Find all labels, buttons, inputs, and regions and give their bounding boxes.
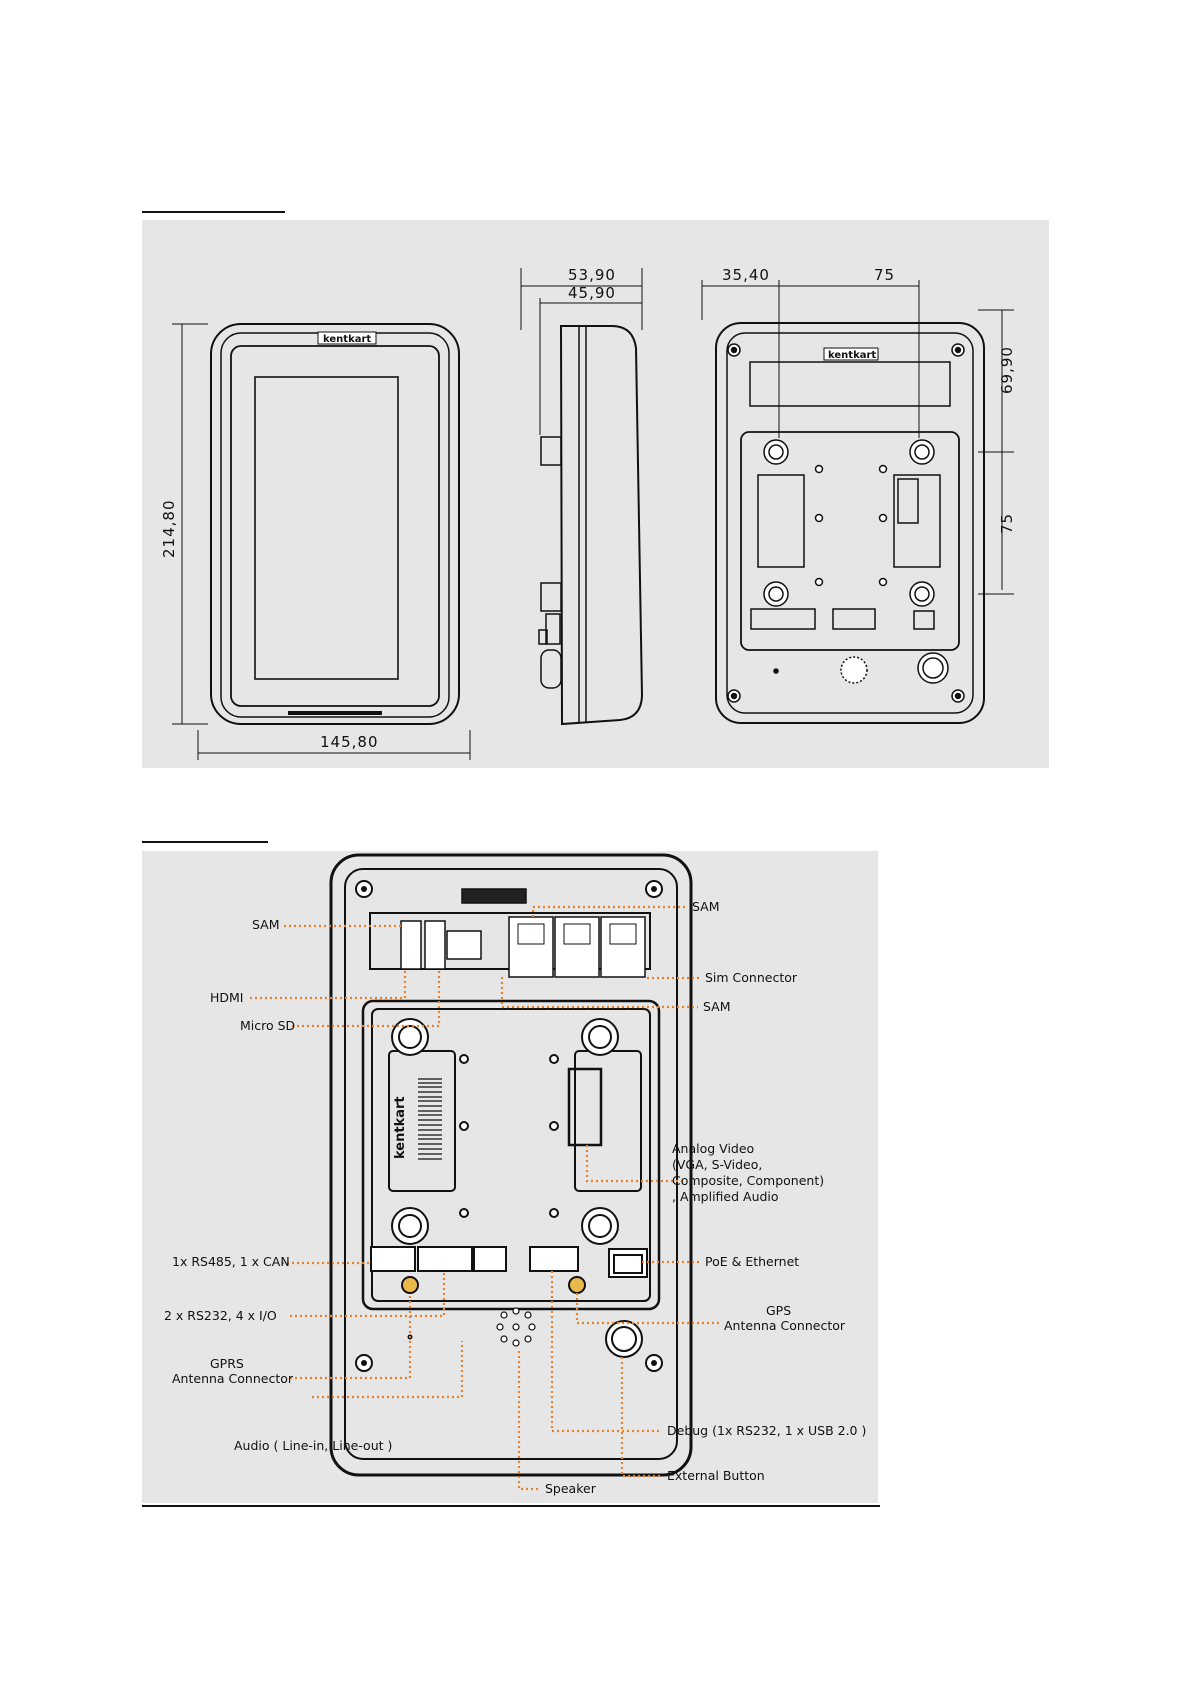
- device-back-housing: [329, 853, 693, 1477]
- section-rule-top: [142, 211, 285, 213]
- callout-hdmi: HDMI: [210, 990, 244, 1005]
- connector-diagram: kentkart: [164, 853, 866, 1496]
- callout-rs485-can: 1x RS485, 1 x CAN: [172, 1254, 290, 1269]
- back-logo-plate: [823, 347, 879, 361]
- dimension-top-offset: 69,90: [998, 346, 1016, 394]
- callout-audio: Audio ( Line-in, Line-out ): [234, 1438, 392, 1453]
- callout-gps-2: Antenna Connector: [724, 1318, 846, 1333]
- dimension-drawing: kentkart kentkart 53,90 45,90 35,40 75 6…: [160, 266, 1016, 760]
- callout-speaker: Speaker: [545, 1481, 597, 1496]
- callout-sim-connector: Sim Connector: [705, 970, 798, 985]
- callout-analog-video-4: , Amplified Audio: [672, 1189, 779, 1204]
- label-brand-text: kentkart: [393, 1096, 408, 1159]
- back-logo-text: kentkart: [828, 350, 876, 361]
- callout-rs232-io: 2 x RS232, 4 x I/O: [164, 1308, 277, 1323]
- dimension-drawing-panel: kentkart kentkart 53,90 45,90 35,40 75 6…: [142, 220, 1049, 768]
- callout-debug: Debug (1x RS232, 1 x USB 2.0 ): [667, 1423, 866, 1438]
- side-view: [538, 325, 644, 726]
- callout-external-button: External Button: [667, 1468, 765, 1483]
- dimension-vesa-horizontal: 75: [874, 266, 895, 284]
- footer-rule: [142, 1505, 880, 1507]
- dimension-lines: [172, 268, 1014, 760]
- callout-gprs-1: GPRS: [210, 1356, 244, 1371]
- callout-sam-top: SAM: [692, 899, 720, 914]
- dimension-body-depth: 45,90: [568, 284, 616, 302]
- dimension-vesa-vertical: 75: [998, 513, 1016, 534]
- front-view: [210, 323, 460, 725]
- dimension-height: 214,80: [160, 500, 178, 559]
- callout-analog-video-2: (VGA, S-Video,: [672, 1157, 762, 1172]
- dimension-overall-depth: 53,90: [568, 266, 616, 284]
- callout-leaders: [250, 905, 720, 1491]
- front-logo-text: kentkart: [323, 334, 371, 345]
- connector-callout-panel: kentkart: [142, 851, 878, 1503]
- speaker-grille: [496, 1307, 536, 1347]
- callout-gps-1: GPS: [766, 1303, 791, 1318]
- callout-gprs-2: Antenna Connector: [172, 1371, 294, 1386]
- dimension-side-offset: 35,40: [722, 266, 770, 284]
- front-logo-plate: [317, 331, 377, 345]
- section-rule-bottom: [142, 841, 268, 843]
- callout-analog-video-3: Composite, Component): [672, 1173, 824, 1188]
- callout-micro-sd: Micro SD: [240, 1018, 295, 1033]
- callout-sam-mid: SAM: [703, 999, 731, 1014]
- dimension-width: 145,80: [320, 733, 379, 751]
- callout-sam-left: SAM: [252, 917, 280, 932]
- barcode-label: kentkart: [393, 1078, 442, 1160]
- back-view: [715, 322, 985, 724]
- callout-poe-ethernet: PoE & Ethernet: [705, 1254, 799, 1269]
- callout-analog-video-1: Analog Video: [672, 1141, 754, 1156]
